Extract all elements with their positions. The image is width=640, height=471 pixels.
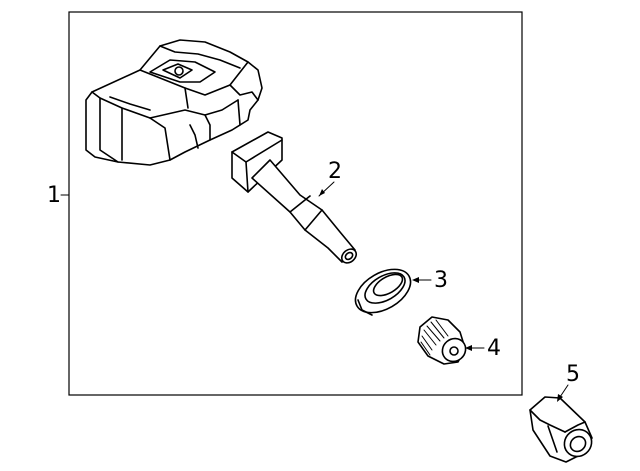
valve-stem-icon[interactable] <box>231 131 359 266</box>
valve-nut-icon[interactable] <box>529 396 597 463</box>
callout-2-label: 2 <box>328 159 342 184</box>
callout-4[interactable]: 4 <box>465 336 501 361</box>
assembly-frame <box>68 11 523 396</box>
callout-3[interactable]: 3 <box>412 268 448 293</box>
callout-5[interactable]: 5 <box>557 362 580 402</box>
callout-2[interactable]: 2 <box>318 159 342 197</box>
callout-3-label: 3 <box>434 268 448 293</box>
callout-1[interactable]: 1 <box>47 183 70 208</box>
valve-cap-icon[interactable] <box>417 316 470 366</box>
callout-1-label: 1 <box>47 183 61 208</box>
tpms-sensor-icon[interactable] <box>85 39 263 166</box>
callout-4-label: 4 <box>487 336 501 361</box>
grommet-icon[interactable] <box>348 260 418 321</box>
callout-5-label: 5 <box>566 362 580 387</box>
